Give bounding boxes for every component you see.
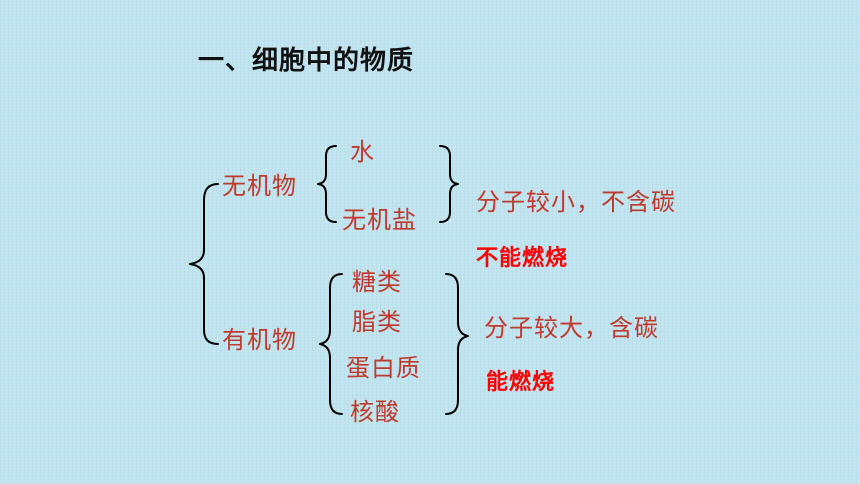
organic-item-sugars: 糖类	[352, 268, 402, 296]
inorganic-label: 无机物	[222, 172, 297, 200]
organic-label: 有机物	[222, 326, 297, 354]
inorganic-item-salt: 无机盐	[342, 206, 417, 234]
organic-open-brace	[319, 273, 343, 415]
inorganic-property: 分子较小，不含碳	[476, 188, 676, 216]
organic-property: 分子较大，含碳	[484, 314, 659, 342]
organic-item-protein: 蛋白质	[346, 354, 421, 382]
inorganic-combustion: 不能燃烧	[476, 246, 569, 271]
page-title: 一、细胞中的物质	[198, 46, 415, 76]
organic-close-brace	[445, 273, 469, 415]
inorganic-close-brace	[439, 145, 459, 223]
organic-item-nucleic-acid: 核酸	[350, 398, 400, 426]
inorganic-open-brace	[317, 145, 337, 223]
main-brace	[189, 183, 219, 345]
organic-combustion: 能燃烧	[486, 370, 556, 395]
inorganic-item-water: 水	[350, 138, 375, 166]
organic-item-lipids: 脂类	[352, 308, 402, 336]
